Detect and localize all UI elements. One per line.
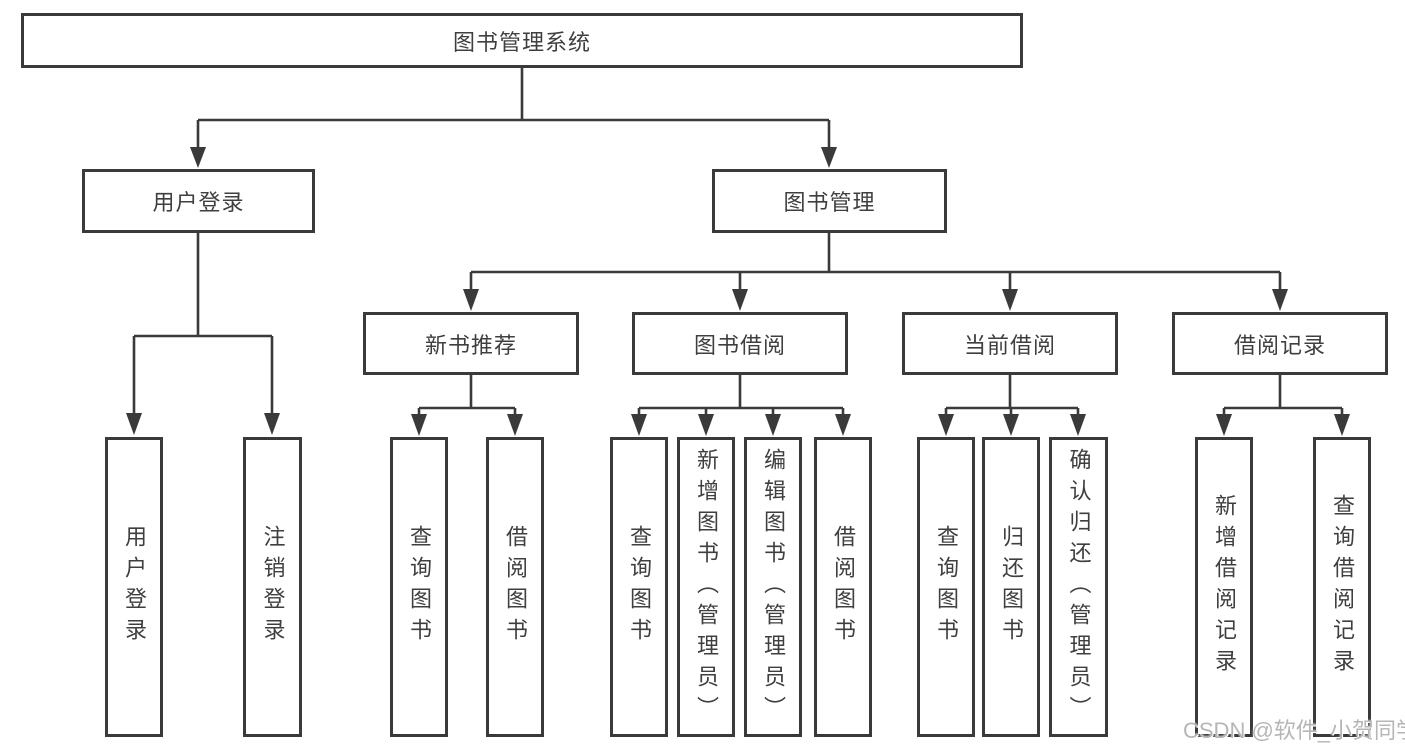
leaf-edit-book-admin: 编辑图书（管理员） xyxy=(744,437,802,737)
leaf-add-borrow-record-label: 新增借阅记录 xyxy=(1212,494,1237,680)
node-new-book-recommend-label: 新书推荐 xyxy=(424,332,517,358)
node-root-label: 图书管理系统 xyxy=(452,29,591,55)
leaf-logout-login: 注销登录 xyxy=(243,437,302,737)
node-borrowing-records-label: 借阅记录 xyxy=(1233,332,1326,358)
leaf-query-books-3-label: 查询图书 xyxy=(934,525,959,649)
leaf-query-borrow-record: 查询借阅记录 xyxy=(1313,437,1371,737)
leaf-borrow-books-1-label: 借阅图书 xyxy=(503,525,528,649)
leaf-return-book-label: 归还图书 xyxy=(999,525,1024,649)
node-user-login: 用户登录 xyxy=(82,169,315,233)
leaf-logout-login-label: 注销登录 xyxy=(260,525,286,649)
leaf-add-book-admin: 新增图书（管理员） xyxy=(677,437,735,737)
leaf-borrow-books-2: 借阅图书 xyxy=(814,437,872,737)
leaf-user-login: 用户登录 xyxy=(105,437,163,737)
leaf-query-books-1: 查询图书 xyxy=(390,437,448,737)
csdn-watermark: CSDN @软件_小贺同学 xyxy=(1183,718,1405,743)
leaf-borrow-books-1: 借阅图书 xyxy=(486,437,544,737)
leaf-query-books-2: 查询图书 xyxy=(610,437,668,737)
leaf-add-borrow-record: 新增借阅记录 xyxy=(1195,437,1253,737)
leaf-add-book-admin-label: 新增图书（管理员） xyxy=(694,447,719,727)
leaf-borrow-books-2-label: 借阅图书 xyxy=(831,525,856,649)
node-new-book-recommend: 新书推荐 xyxy=(363,312,579,375)
leaf-edit-book-admin-label: 编辑图书（管理员） xyxy=(761,447,786,727)
node-root: 图书管理系统 xyxy=(21,13,1023,68)
node-current-borrowing-label: 当前借阅 xyxy=(963,332,1056,358)
node-user-login-label: 用户登录 xyxy=(152,190,245,215)
leaf-query-books-3: 查询图书 xyxy=(917,437,975,737)
leaf-query-books-1-label: 查询图书 xyxy=(407,525,432,649)
node-book-borrowing-label: 图书借阅 xyxy=(693,332,786,358)
leaf-query-books-2-label: 查询图书 xyxy=(627,525,652,649)
leaf-return-book: 归还图书 xyxy=(982,437,1040,737)
leaf-confirm-return-admin-label: 确认归还（管理员） xyxy=(1066,447,1092,727)
node-book-management: 图书管理 xyxy=(712,169,947,233)
leaf-query-borrow-record-label: 查询借阅记录 xyxy=(1330,494,1355,680)
leaf-user-login-label: 用户登录 xyxy=(122,525,147,649)
leaf-confirm-return-admin: 确认归还（管理员） xyxy=(1049,437,1108,737)
node-borrowing-records: 借阅记录 xyxy=(1172,312,1388,375)
node-book-management-label: 图书管理 xyxy=(783,190,876,215)
node-current-borrowing: 当前借阅 xyxy=(902,312,1118,375)
node-book-borrowing: 图书借阅 xyxy=(632,312,848,375)
